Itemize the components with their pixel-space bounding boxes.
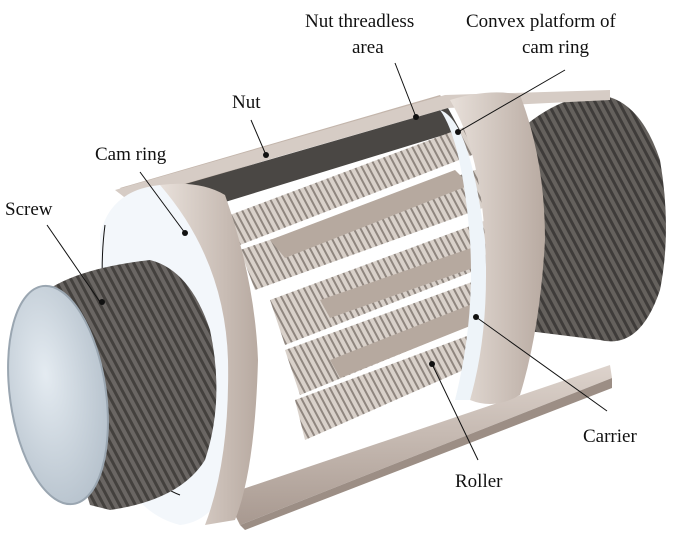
label-convex-platform-2: cam ring	[522, 37, 590, 58]
rollers	[230, 125, 520, 440]
label-nut-threadless-2: area	[352, 37, 384, 58]
label-cam-ring: Cam ring	[95, 144, 167, 165]
label-convex-platform-1: Convex platform of	[466, 11, 617, 32]
label-nut-threadless-1: Nut threadless	[305, 11, 414, 32]
screw-end-face	[7, 284, 109, 506]
screw-left-end	[7, 260, 217, 510]
leader-lines	[46, 62, 608, 461]
screw-right-end	[520, 95, 666, 342]
label-screw: Screw	[5, 199, 53, 220]
cam-ring-right	[440, 92, 545, 404]
label-carrier: Carrier	[583, 426, 637, 447]
label-nut: Nut	[232, 92, 261, 113]
label-roller: Roller	[455, 471, 503, 492]
